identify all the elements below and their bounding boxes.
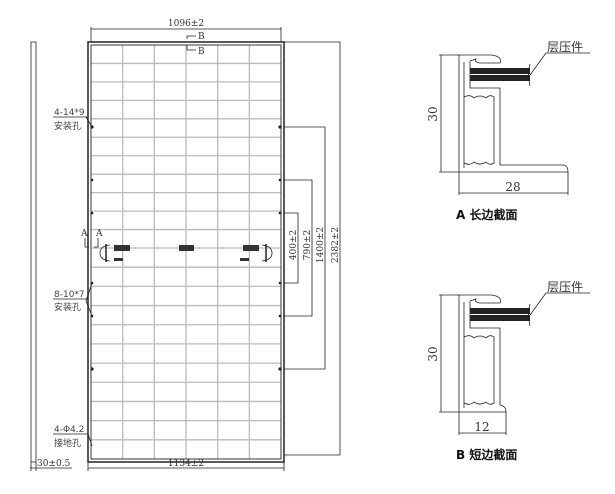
side-view-frame <box>30 41 37 463</box>
panel-inner-frame <box>90 44 282 460</box>
section-b-caption: B 短边截面 <box>456 447 517 462</box>
junction-box-left <box>99 244 130 262</box>
junction-box-right <box>240 244 273 262</box>
section-a-height: 30 <box>426 106 440 121</box>
section-b-height: 30 <box>426 346 440 361</box>
junction-box-center <box>179 245 194 251</box>
section-b-mark-bottom: B <box>198 47 205 57</box>
panel-front-view <box>87 41 285 463</box>
dim-790: 790±2 <box>303 230 313 260</box>
dim-2382: 2382±2 <box>331 227 341 263</box>
section-a-mark-right: A <box>95 229 103 239</box>
dim-400: 400±2 <box>289 230 299 260</box>
mount-hole-2-name: 安装孔 <box>54 301 81 313</box>
section-b-width: 12 <box>474 420 489 434</box>
ground-hole-name: 接地孔 <box>54 437 81 449</box>
cell-grid <box>91 45 281 459</box>
thickness-dimension: 30±0.5 <box>37 459 71 469</box>
section-a-mark-left: A <box>80 229 88 239</box>
section-b-laminate-label: 层压件 <box>547 280 583 294</box>
section-a-profile: 层压件 30 28 A 长边截面 <box>426 40 590 222</box>
ground-hole-spec: 4-Φ4.2 <box>54 425 84 435</box>
panel-outer-frame <box>87 41 285 463</box>
outer-width-dimension: 1134±2 <box>168 459 204 469</box>
width-dimension: 1096±2 <box>168 19 204 29</box>
section-b-mark-top: B <box>198 32 205 42</box>
section-a-width: 28 <box>505 180 520 194</box>
dim-1400: 1400±2 <box>316 227 326 263</box>
mount-hole-1-name: 安装孔 <box>54 120 81 132</box>
section-a-caption: A 长边截面 <box>456 207 517 222</box>
section-a-laminate-label: 层压件 <box>547 40 583 54</box>
section-b-profile: 层压件 30 12 B 短边截面 <box>426 280 590 462</box>
mount-hole-2-spec: 8-10*7 <box>54 290 85 300</box>
mount-hole-1-spec: 4-14*9 <box>54 108 85 118</box>
